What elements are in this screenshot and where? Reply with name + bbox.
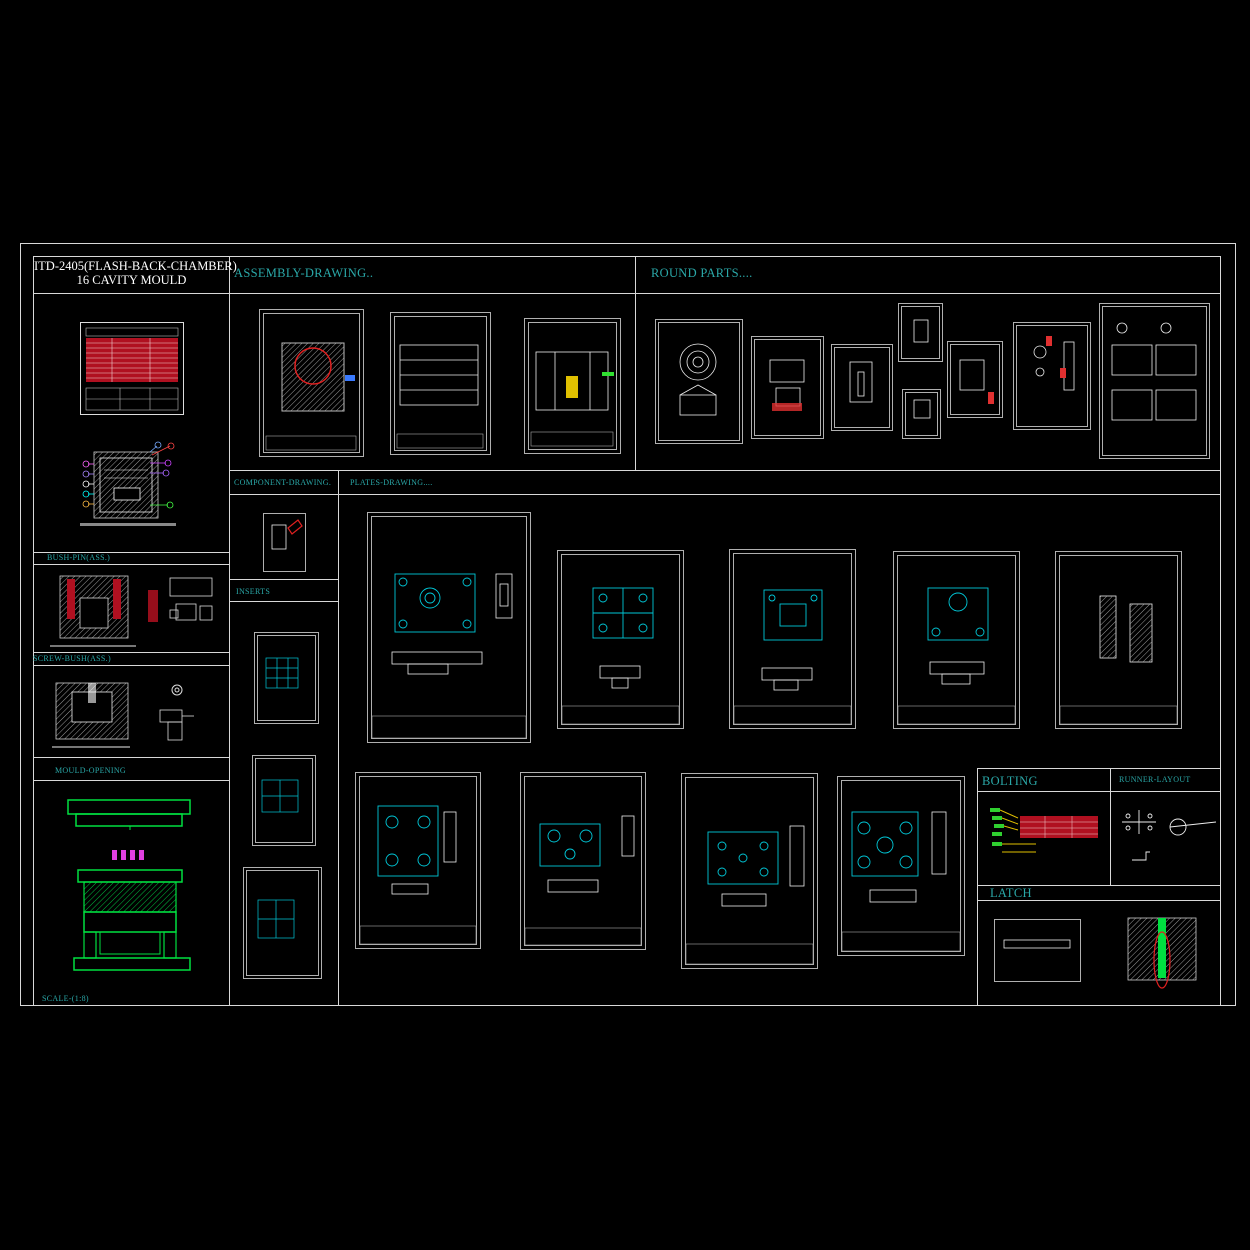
layout-frame: [20, 243, 1236, 1006]
section-label-round-parts: ROUND PARTS....: [651, 266, 753, 280]
section-label-plates: PLATES-DRAWING....: [350, 478, 433, 487]
round-parts-colored-marks: [772, 336, 1066, 411]
section-label-assembly: ASSEMBLY-DRAWING..: [234, 266, 374, 280]
section-label-bush-pin: BUSH-PIN(ASS.): [47, 553, 111, 562]
assembly-sheets: [259, 309, 621, 457]
plates-cyan-details: [377, 573, 989, 885]
section-label-component: COMPONENT-DRAWING.: [234, 478, 332, 487]
mould-opening-view: [67, 799, 191, 971]
drawing-title-line2: 16 CAVITY MOULD: [76, 273, 187, 287]
assembly-sheet-details: [265, 342, 614, 451]
runner-layout-view: [1122, 810, 1217, 861]
section-label-runner-layout: RUNNER-LAYOUT: [1119, 775, 1191, 784]
plates-white-details: [391, 573, 1153, 907]
round-parts-details: [679, 319, 1197, 421]
section-label-latch: LATCH: [990, 886, 1032, 900]
section-label-screw-bush: SCREW-BUSH(ASS.): [33, 654, 111, 663]
screw-bush-assembly-view: [52, 682, 194, 748]
sectional-view-assembly: [80, 441, 176, 526]
component-sheet: [263, 513, 306, 572]
drawing-title: ITD-2405(FLASH-BACK-CHAMBER) 16 CAVITY M…: [34, 259, 237, 287]
bush-pin-assembly-view: [50, 575, 213, 647]
inserts-sheets: [243, 632, 322, 979]
latch-views: [994, 917, 1197, 989]
plate-section-hatch-2: [1100, 596, 1116, 658]
plate-section-hatch: [1130, 604, 1152, 662]
title-block-sheet: [80, 322, 184, 415]
round-parts-sheets: [655, 303, 1210, 459]
section-label-mould-opening: MOULD-OPENING: [55, 766, 127, 775]
drawing-title-line1: ITD-2405(FLASH-BACK-CHAMBER): [34, 259, 237, 273]
scale-label: SCALE-(1:8): [42, 994, 89, 1003]
bolting-table: [990, 808, 1098, 853]
plates-title-blocks: [359, 705, 1178, 965]
section-label-bolting: BOLTING: [982, 774, 1038, 788]
plates-sheets: [355, 512, 1182, 969]
inserts-details: [257, 657, 299, 939]
section-label-inserts: INSERTS: [236, 587, 271, 596]
